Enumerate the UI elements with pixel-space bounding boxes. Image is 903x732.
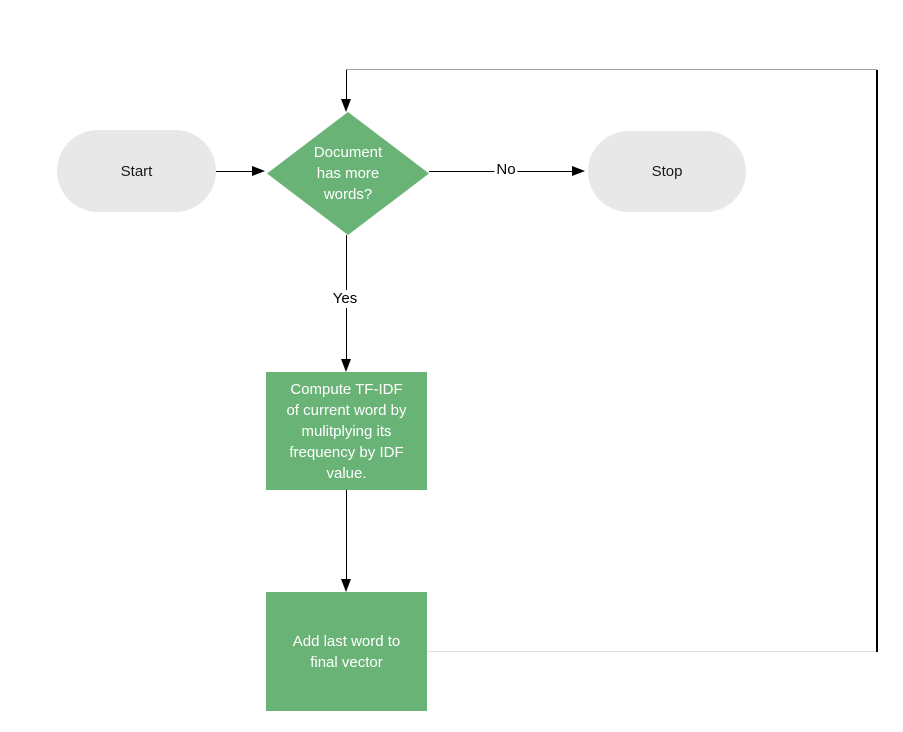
no-arrowhead-right-icon: [572, 166, 585, 176]
decision-node-label: Document has more words?: [313, 144, 383, 203]
loop-arrowhead-down-icon: [341, 99, 351, 112]
stop-node: Stop: [588, 131, 746, 212]
decision-diamond-node: Document has more words?: [267, 112, 429, 235]
yes-arrowhead-down-icon: [341, 359, 351, 372]
start-node-label: Start: [120, 162, 153, 180]
loop-edge-left-segment: [345, 70, 347, 99]
edge-start-to-decision: [216, 170, 254, 172]
loop-edge-bottom-segment: [427, 651, 877, 652]
compute-tfidf-node-label: Compute TF-IDF of current word by mulitp…: [286, 380, 407, 482]
compute-tfidf-node: Compute TF-IDF of current word by mulitp…: [266, 372, 427, 490]
start-node: Start: [57, 130, 216, 212]
next-arrowhead-down-icon: [341, 579, 351, 592]
start-arrowhead-right-icon: [252, 166, 265, 176]
add-last-word-node-label: Add last word to final vector: [292, 632, 401, 671]
add-last-word-node: Add last word to final vector: [266, 592, 427, 711]
loop-edge-right-segment: [876, 70, 878, 652]
edge-label-yes: Yes: [330, 290, 360, 308]
edge-label-no: No: [494, 161, 518, 179]
stop-node-label: Stop: [651, 163, 683, 180]
edge-compute-to-add: [345, 490, 347, 579]
loop-edge-top-segment: [346, 69, 877, 71]
